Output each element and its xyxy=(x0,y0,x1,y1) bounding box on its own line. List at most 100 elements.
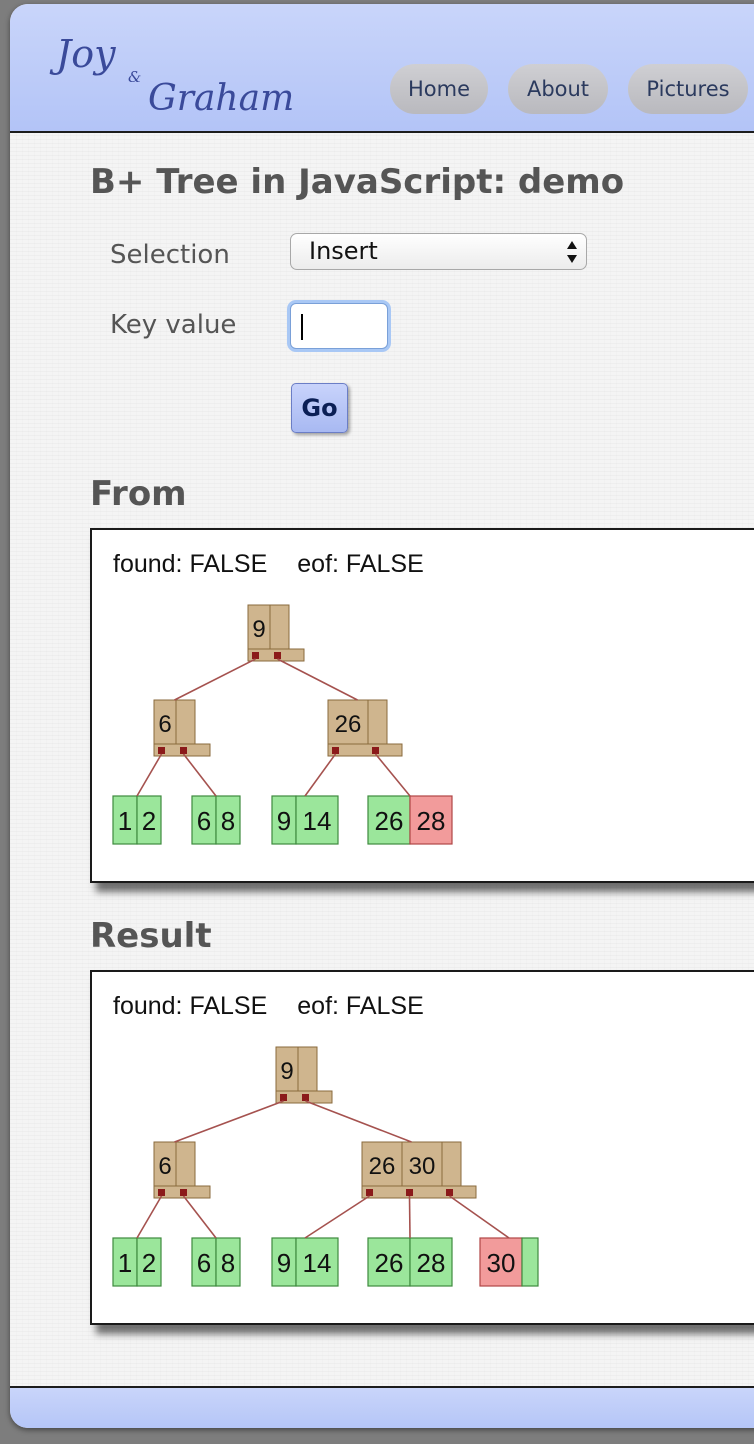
leaf-node: 9 14 xyxy=(271,795,339,845)
leaf-key-cell xyxy=(409,1237,453,1287)
leaf-key-cell xyxy=(136,1237,162,1287)
key-value-input[interactable] xyxy=(290,303,388,349)
node-key-label: 6 xyxy=(158,1153,171,1180)
leaf-key-label: 1 xyxy=(118,1248,132,1278)
logo-ampersand: & xyxy=(128,68,142,86)
node-pointer xyxy=(280,1094,287,1101)
result-heading: Result xyxy=(90,916,212,956)
leaf-key-cell xyxy=(295,795,339,845)
from-found-status: found: FALSE xyxy=(113,550,268,578)
selection-value: Insert xyxy=(309,237,378,265)
leaf-key-label: 6 xyxy=(197,806,211,836)
nav-pictures-button[interactable]: Pictures xyxy=(628,64,748,114)
leaf-key-label: 1 xyxy=(118,806,132,836)
internal-node: 26 30 xyxy=(361,1141,477,1199)
leaf-key-cell xyxy=(271,795,297,845)
tree-edge xyxy=(136,753,163,797)
tree-edge xyxy=(449,1195,510,1239)
tree-edge xyxy=(304,1195,370,1239)
leaf-node: 26 28 xyxy=(367,1237,453,1287)
tree-edge xyxy=(277,658,358,701)
node-key-cell xyxy=(175,1141,196,1187)
tree-edge xyxy=(305,1100,412,1143)
node-pointer xyxy=(372,747,379,754)
node-pointer-row xyxy=(361,1185,477,1199)
tree-edge xyxy=(408,1195,411,1239)
node-key-cell xyxy=(327,699,369,745)
leaf-key-label: 8 xyxy=(221,1248,235,1278)
leaf-key-cell xyxy=(136,795,162,845)
node-pointer xyxy=(252,652,259,659)
nav-about-button[interactable]: About xyxy=(508,64,608,114)
logo-text-joy: Joy xyxy=(56,32,116,76)
leaf-key-label: 26 xyxy=(375,806,404,836)
site-header: Joy & Graham Home About Pictures xyxy=(10,4,754,133)
node-key-label: 6 xyxy=(158,711,171,738)
node-pointer xyxy=(332,747,339,754)
key-value-label: Key value xyxy=(110,310,237,340)
tree-edge xyxy=(174,658,256,701)
leaf-key-label: 14 xyxy=(303,806,332,836)
leaf-key-label: 14 xyxy=(303,1248,332,1278)
result-eof-status: eof: FALSE xyxy=(297,992,424,1020)
leaf-key-cell xyxy=(215,1237,241,1287)
node-pointer xyxy=(302,1094,309,1101)
leaf-key-label: 9 xyxy=(277,806,291,836)
selection-label: Selection xyxy=(110,240,230,270)
node-pointer xyxy=(366,1189,373,1196)
node-pointer xyxy=(158,1189,165,1196)
leaf-key-label: 2 xyxy=(142,1248,156,1278)
leaf-key-cell xyxy=(409,795,453,845)
node-pointer-row xyxy=(327,743,403,757)
leaf-key-cell xyxy=(295,1237,339,1287)
from-heading: From xyxy=(90,474,187,514)
go-button[interactable]: Go xyxy=(291,383,348,433)
node-pointer xyxy=(446,1189,453,1196)
page: Joy & Graham Home About Pictures B+ Tree… xyxy=(10,4,754,1428)
node-pointer xyxy=(180,1189,187,1196)
leaf-key-cell xyxy=(479,1237,523,1287)
tree-edge xyxy=(374,753,411,797)
from-eof-status: eof: FALSE xyxy=(297,550,424,578)
node-pointer xyxy=(406,1189,413,1196)
node-pointer xyxy=(180,747,187,754)
leaf-key-label: 2 xyxy=(142,806,156,836)
leaf-key-cell xyxy=(215,795,241,845)
leaf-key-label: 8 xyxy=(221,806,235,836)
logo-text-graham: Graham xyxy=(148,78,295,119)
tree-edge xyxy=(182,1195,217,1239)
node-key-cell xyxy=(401,1141,443,1187)
leaf-key-label: 6 xyxy=(197,1248,211,1278)
root-node: 9 xyxy=(275,1046,333,1104)
node-key-cell xyxy=(367,699,388,745)
leaf-key-label: 28 xyxy=(417,1248,446,1278)
leaf-key-cell xyxy=(367,795,411,845)
leaf-key-label: 26 xyxy=(375,1248,404,1278)
node-pointer xyxy=(158,747,165,754)
node-key-label: 26 xyxy=(335,711,362,738)
tree-edge xyxy=(136,1195,163,1239)
leaf-key-label: 30 xyxy=(487,1248,516,1278)
nav-home-button[interactable]: Home xyxy=(390,64,488,114)
node-key-cell xyxy=(361,1141,403,1187)
node-key-label: 26 xyxy=(369,1153,396,1180)
dropdown-arrows-icon xyxy=(567,241,577,263)
leaf-key-cell xyxy=(367,1237,411,1287)
selection-dropdown[interactable]: Insert xyxy=(290,233,587,270)
leaf-key-cell xyxy=(521,1237,539,1287)
node-key-label: 30 xyxy=(409,1153,436,1180)
leaf-node: 30 xyxy=(479,1237,539,1287)
node-pointer xyxy=(274,652,281,659)
root-node: 9 xyxy=(247,604,305,662)
tree-edge xyxy=(174,1100,284,1143)
node-key-cell xyxy=(297,1046,318,1092)
text-caret xyxy=(301,314,303,340)
internal-node: 6 xyxy=(153,699,211,757)
node-key-label: 9 xyxy=(280,1058,293,1085)
